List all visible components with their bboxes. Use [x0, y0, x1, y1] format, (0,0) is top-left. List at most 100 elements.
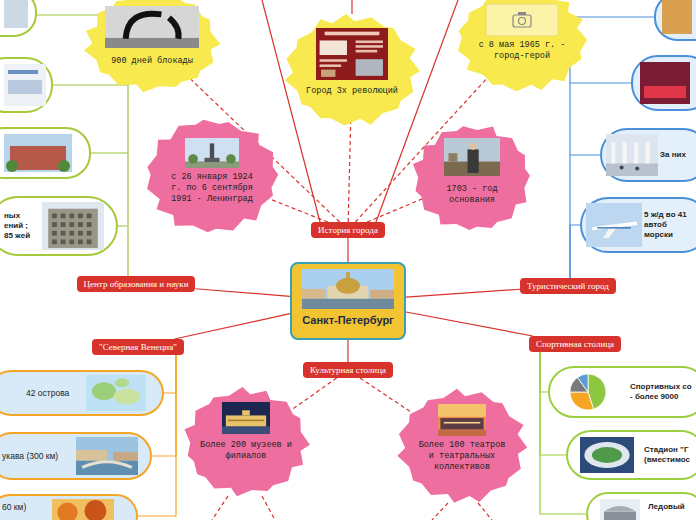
drawing-part [438, 404, 486, 436]
photo-thumbnail [58, 160, 70, 172]
info-card: Спортивных со - более 9000 [548, 366, 696, 418]
drawing-part [48, 209, 98, 248]
drawing-part [78, 222, 83, 227]
drawing-part [370, 290, 394, 299]
photo-thumbnail [4, 0, 28, 28]
shape-path [604, 506, 636, 512]
connector-line [164, 355, 176, 393]
drawing-part [440, 418, 483, 430]
branch-wire [570, 82, 632, 83]
photo-thumbnail [4, 134, 72, 172]
photo-thumbnail [6, 160, 18, 172]
drawing-part [635, 166, 639, 170]
starburst-outline [84, 0, 221, 92]
drawing-part [320, 59, 347, 62]
photo-thumbnail [86, 375, 146, 411]
branch-wire [52, 84, 128, 85]
drawing-part [606, 163, 658, 176]
node-text: Город 3х революций [302, 86, 402, 97]
photo-thumbnail [580, 437, 634, 473]
connector-line [118, 226, 128, 276]
branch-text: История города [311, 222, 385, 238]
photo-thumbnail [644, 86, 686, 98]
drawing-part [61, 214, 66, 219]
photo-thumbnail [600, 499, 640, 520]
drawing-part [226, 154, 236, 164]
drawing-part [92, 382, 116, 400]
drawing-part [438, 430, 486, 436]
photo-thumbnail [8, 70, 38, 74]
drawing-part [513, 15, 531, 27]
starburst-outline [413, 126, 530, 230]
branch-text: "Северная Венеция" [92, 339, 184, 355]
photo-thumbnail [662, 0, 692, 34]
connector-line [175, 314, 290, 339]
drawing-part [242, 410, 250, 415]
photo-thumbnail [222, 402, 270, 434]
connector-line [360, 378, 414, 414]
drawing-part [69, 239, 74, 244]
drawing-part [580, 437, 634, 473]
connector-line [195, 289, 290, 297]
drawing-part [604, 512, 636, 520]
drawing-part [444, 422, 480, 424]
drawing-part [52, 499, 114, 520]
drawing-part [78, 231, 83, 236]
node-text: Более 200 музеев и филиалов [196, 440, 296, 462]
photo-thumbnail [302, 269, 394, 309]
photo-thumbnail [8, 80, 42, 94]
connector-line [540, 352, 548, 392]
drawing-part [226, 415, 266, 426]
card-text: укава (300 км) [2, 451, 74, 461]
drawing-part [634, 142, 638, 163]
starburst-outline [285, 14, 420, 125]
drawing-part [597, 227, 631, 228]
image-card [0, 58, 52, 112]
drawing-part [52, 239, 57, 244]
image-card [0, 128, 90, 178]
drawing-part [302, 299, 394, 309]
starburst-outline [147, 120, 278, 233]
card-text: За них [660, 150, 692, 160]
info-card: Стадион "Г (вместимос [566, 430, 696, 480]
drawing-part [600, 499, 640, 520]
branch-label: Центр образования и науки [77, 276, 196, 292]
info-card: 42 острова [0, 370, 164, 416]
starburst-outline [397, 389, 527, 503]
photo-thumbnail [438, 404, 486, 436]
branch-wire [432, 503, 448, 520]
branch-label: "Северная Венеция" [92, 339, 184, 355]
drawing-part [356, 59, 383, 76]
drawing-part [470, 143, 477, 150]
photo-thumbnail [105, 6, 199, 48]
image-card [0, 0, 36, 36]
drawing-part [57, 502, 77, 520]
info-card: укава (300 км) [0, 432, 152, 480]
starburst-node: Более 200 музеев и филиалов [181, 386, 311, 498]
card-text: Ледовый [648, 502, 692, 512]
drawing-part [518, 12, 526, 15]
drawing-part [42, 202, 104, 250]
drawing-part [646, 142, 650, 163]
node-text: 900 дней блокады [102, 56, 202, 67]
branch-wire [478, 503, 492, 520]
drawing-part [115, 379, 129, 388]
image-card [655, 0, 696, 40]
starburst-node: Город 3х революций [282, 12, 422, 128]
drawing-part [611, 142, 615, 163]
drawing-part [85, 500, 107, 520]
topic-text: Санкт-Петербург [292, 314, 404, 327]
photo-thumbnail [566, 372, 610, 412]
branch-label: История города [311, 222, 385, 238]
branch-wire [212, 496, 228, 520]
shape-path [82, 462, 132, 468]
drawing-part [78, 214, 83, 219]
drawing-part [204, 158, 219, 162]
drawing-part [61, 231, 66, 236]
central-topic: Санкт-Петербург [290, 262, 406, 340]
drawing-part [52, 231, 57, 236]
shape-path [169, 18, 179, 39]
card-text: Стадион "Г (вместимос [644, 445, 692, 465]
branch-text: Спортивная столица [529, 336, 621, 352]
